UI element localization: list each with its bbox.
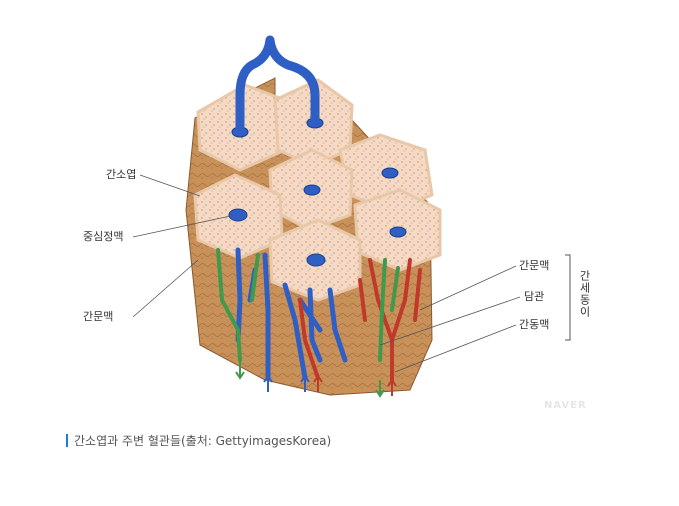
label-central-vein: 중심정맥 bbox=[83, 230, 124, 243]
leader-lines bbox=[132, 174, 521, 373]
naver-watermark: NAVER bbox=[544, 400, 587, 411]
portal-triad-bracket bbox=[565, 254, 571, 341]
figure-caption: 간소엽과 주변 혈관들(출처: GettyimagesKorea) bbox=[66, 432, 331, 449]
label-portal-vein-left: 간문맥 bbox=[83, 310, 114, 323]
bile-duct-branches bbox=[216, 248, 400, 362]
label-portal-triad: 간세동이 bbox=[578, 270, 591, 318]
caption-accent-bar bbox=[66, 434, 68, 447]
label-bile-duct: 담관 bbox=[524, 290, 545, 303]
caption-text: 간소엽과 주변 혈관들(출처: GettyimagesKorea) bbox=[74, 434, 332, 448]
label-hepatic-artery: 간동맥 bbox=[519, 318, 550, 331]
hepatic-vein-top bbox=[235, 35, 320, 137]
flow-arrows bbox=[235, 360, 397, 398]
label-portal-vein-right: 간문맥 bbox=[519, 259, 550, 272]
label-lobule: 간소엽 bbox=[106, 168, 137, 181]
hepatic-artery-branches bbox=[298, 258, 422, 382]
